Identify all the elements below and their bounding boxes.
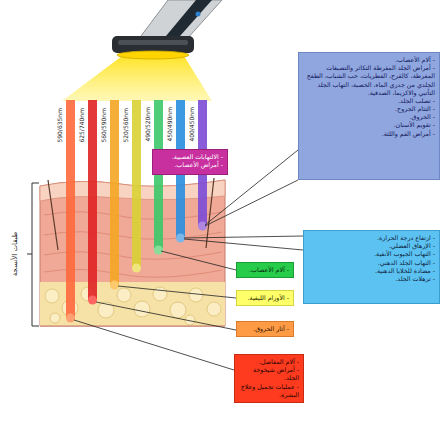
laser-device	[112, 0, 222, 59]
light-cone	[62, 56, 212, 101]
leader-lines	[74, 150, 303, 370]
indication-text: - تقويم الأسنان.	[303, 121, 435, 129]
indication-text: - الإرهاق العضلي.	[308, 242, 435, 250]
indication-text: - عمليات تجميل وعلاج البشرة.	[239, 383, 299, 399]
wavelength-label: 520/560nm	[122, 104, 129, 146]
layer-label: طبقات الأنسجة	[12, 214, 20, 294]
indication-text: - التئام الجروح.	[303, 105, 435, 113]
indication-box: - ارتفاع درجة الحرارة.- الإرهاق العضلي.-…	[303, 230, 440, 304]
light-beams	[66, 100, 207, 323]
indication-text: - الأورام الليفية.	[241, 294, 289, 302]
indication-text: - أمراض شيخوخة الجلد.	[239, 366, 299, 382]
indication-text: - الالتهابات العصبية.	[157, 153, 223, 161]
indication-text: - أمراض الفم واللثة.	[303, 130, 435, 138]
indication-box: - الالتهابات العصبية.- أمراض الأعصاب.	[152, 149, 228, 175]
indication-box: - آلام الأعصاب.- أمراض الجلد المفرطة الت…	[298, 52, 440, 180]
indication-text: - آلام الأعصاب.	[303, 56, 435, 64]
indication-box: - الأورام الليفية.	[236, 290, 294, 306]
indication-text: - الحروق.	[303, 113, 435, 121]
wavelength-label: 490/520nm	[144, 103, 151, 145]
indication-text: - أمراض الجلد المفرطة التكاثر والتصبغات …	[303, 64, 435, 97]
indication-text: - ارتفاع درجة الحرارة.	[308, 234, 435, 242]
indication-text: - ترهلات الجلد.	[308, 275, 435, 283]
wavelength-label: 400/450nm	[188, 103, 195, 145]
indication-box: - آلام المفاصل.- أمراض شيخوخة الجلد.- عم…	[234, 354, 304, 403]
indication-text: - تصلب الجلد.	[303, 97, 435, 105]
indication-text: - أمراض الأعصاب.	[157, 161, 223, 169]
indication-text: - مضادة للخلايا الدهنية.	[308, 267, 435, 275]
indication-box: - آثار الحروق.	[236, 321, 294, 337]
layer-bracket	[27, 183, 39, 326]
wavelength-label: 450/490nm	[166, 103, 173, 145]
indication-box: - آلام الأعصاب.	[236, 262, 294, 278]
wavelength-label: 625/740nm	[78, 104, 85, 146]
indication-text: - التهاب الجيوب الأنفية.	[308, 250, 435, 258]
indication-text: - آلام الأعصاب.	[241, 266, 289, 274]
indication-text: - آثار الحروق.	[241, 325, 289, 333]
wavelength-label: 590/635nm	[56, 104, 63, 146]
indication-text: - التهاب الجلد الدهني.	[308, 259, 435, 267]
wavelength-label: 560/590nm	[100, 104, 107, 146]
indication-text: - آلام المفاصل.	[239, 358, 299, 366]
